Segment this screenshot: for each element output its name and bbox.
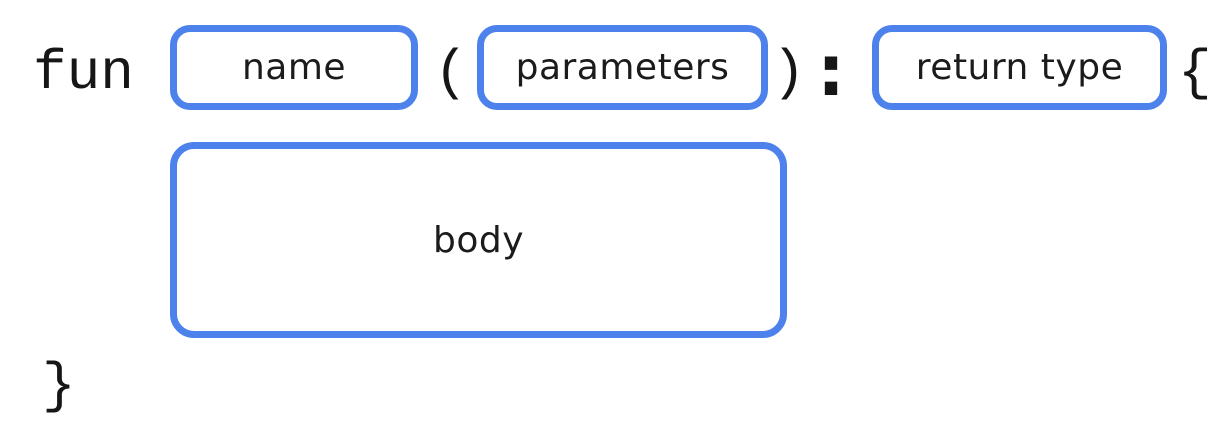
close-paren-token: )	[772, 41, 806, 105]
open-paren-token: (	[434, 41, 468, 105]
return-type-placeholder-box: return type	[872, 25, 1167, 110]
body-placeholder-box: body	[170, 142, 787, 338]
name-placeholder-box: name	[170, 25, 418, 110]
close-brace-token: }	[42, 354, 76, 418]
open-brace-token: {	[1178, 41, 1212, 105]
parameters-placeholder-box: parameters	[477, 25, 768, 110]
parameters-placeholder-label: parameters	[515, 47, 730, 88]
name-placeholder-label: name	[241, 47, 347, 88]
colon-token: :	[817, 30, 845, 112]
body-placeholder-label: body	[432, 219, 525, 261]
return-type-placeholder-label: return type	[915, 47, 1124, 88]
fun-keyword: fun	[33, 41, 134, 105]
